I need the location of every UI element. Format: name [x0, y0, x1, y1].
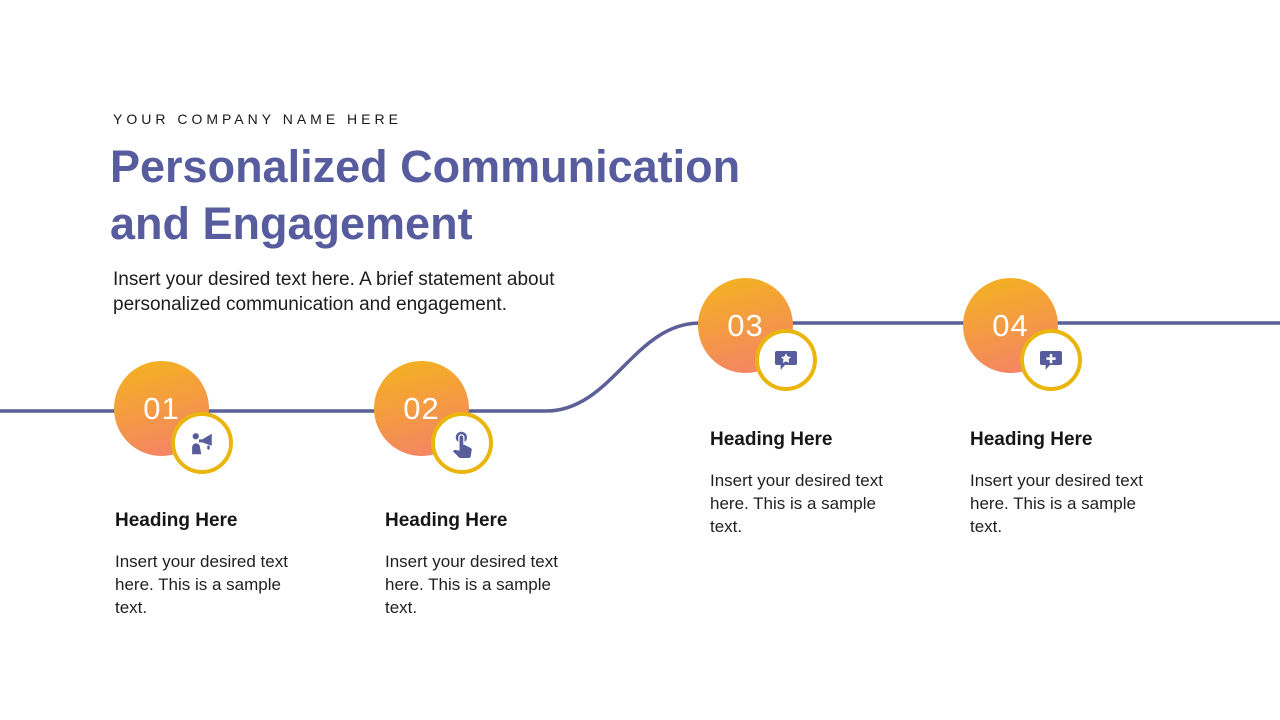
item-body: Insert your desired text here. This is a… — [710, 471, 883, 536]
item-body: Insert your desired text here. This is a… — [385, 552, 558, 617]
slide-subtitle: Insert your desired text here. A brief s… — [113, 269, 555, 315]
slide-title: Personalized Communication and Engagemen… — [110, 141, 741, 249]
item-body: Insert your desired text here. This is a… — [970, 471, 1143, 536]
add-speech-bubble-icon — [1020, 329, 1082, 391]
star-speech-bubble-icon — [755, 329, 817, 391]
step-circle-03: 03 — [698, 278, 817, 391]
step-number: 04 — [992, 307, 1029, 343]
item-heading: Heading Here — [710, 429, 833, 450]
timeline-item-4: Heading Here Insert your desired text he… — [970, 429, 1155, 538]
step-number: 03 — [727, 307, 764, 343]
timeline-item-1: Heading Here Insert your desired text he… — [115, 510, 300, 619]
step-number: 02 — [403, 390, 440, 426]
company-name: YOUR COMPANY NAME HERE — [113, 111, 402, 127]
item-body: Insert your desired text here. This is a… — [115, 552, 288, 617]
timeline-item-2: Heading Here Insert your desired text he… — [385, 510, 570, 619]
item-heading: Heading Here — [385, 510, 508, 531]
item-heading: Heading Here — [115, 510, 238, 531]
step-circle-01: 01 — [114, 361, 233, 474]
timeline-item-3: Heading Here Insert your desired text he… — [710, 429, 895, 538]
step-circle-04: 04 — [963, 278, 1082, 391]
item-heading: Heading Here — [970, 429, 1093, 450]
tap-gesture-icon — [431, 412, 493, 474]
step-circle-02: 02 — [374, 361, 493, 474]
person-megaphone-icon — [171, 412, 233, 474]
step-number: 01 — [143, 390, 180, 426]
